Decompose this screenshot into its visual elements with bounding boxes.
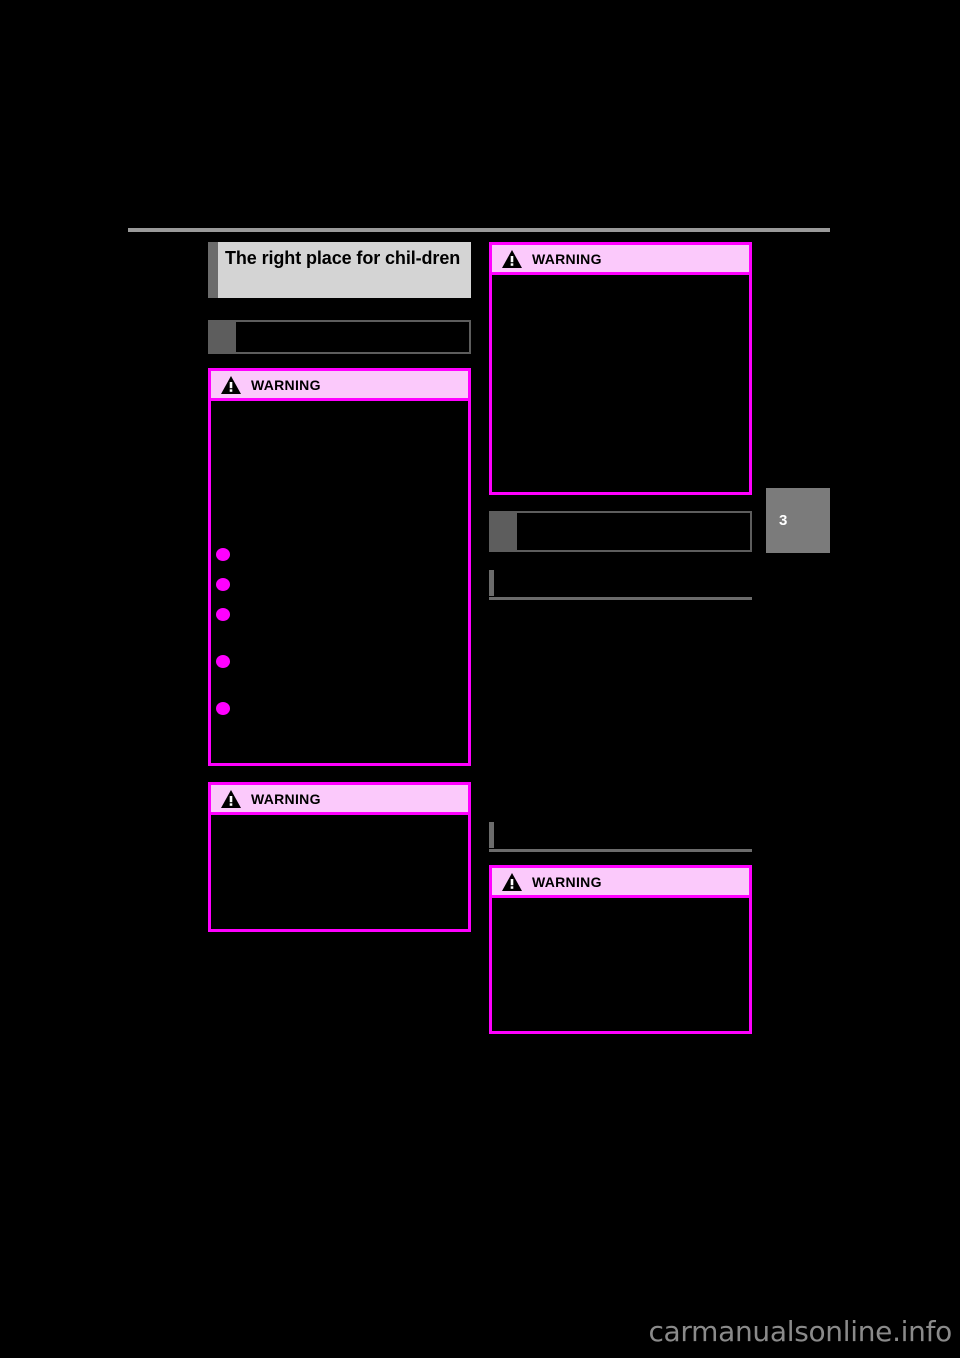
section-header-label (515, 511, 752, 552)
bullet-marker (216, 702, 230, 715)
warning-header: WARNING (208, 782, 471, 812)
bullet-marker (216, 655, 230, 668)
warning-box-right-2: WARNING (489, 865, 752, 1034)
subsection-accent-bar (489, 570, 494, 596)
bullet-marker (216, 548, 230, 561)
warning-box-right-1: WARNING (489, 242, 752, 495)
subsection-rule (489, 849, 752, 852)
page-top-rule (128, 228, 830, 232)
chapter-title-block: The right place for chil-dren (208, 242, 471, 298)
bullet-marker (216, 578, 230, 591)
warning-triangle-icon (221, 789, 241, 808)
warning-triangle-icon (221, 375, 241, 394)
bullet-marker (216, 608, 230, 621)
section-header-accent-bar (489, 511, 515, 552)
body-text-block (489, 610, 752, 822)
warning-header: WARNING (489, 865, 752, 895)
section-header-right (489, 511, 752, 552)
warning-label: WARNING (251, 376, 321, 393)
warning-box-left-2: WARNING (208, 782, 471, 932)
subsection-label (500, 572, 752, 594)
section-header-label (234, 320, 471, 354)
subsection-accent-bar (489, 822, 494, 848)
subsection-rule (489, 597, 752, 600)
warning-header: WARNING (489, 242, 752, 272)
section-header-left (208, 320, 471, 354)
warning-triangle-icon (502, 872, 522, 891)
left-column: The right place for chil-dren WARNING (208, 242, 471, 948)
subsection-label (500, 824, 752, 846)
warning-body (489, 272, 752, 495)
warning-header: WARNING (208, 368, 471, 398)
right-column: WARNING (489, 242, 752, 1050)
subsection-header-2 (489, 822, 752, 852)
section-header-accent-bar (208, 320, 234, 354)
warning-body (489, 895, 752, 1034)
warning-body (208, 398, 471, 766)
warning-label: WARNING (251, 790, 321, 807)
subsection-header-1 (489, 570, 752, 600)
warning-label: WARNING (532, 873, 602, 890)
chapter-title-accent-bar (208, 242, 218, 298)
warning-triangle-icon (502, 249, 522, 268)
site-watermark: carmanualsonline.info (648, 1315, 952, 1348)
page-number-tab: 3 (766, 488, 830, 553)
warning-body (208, 812, 471, 932)
warning-label: WARNING (532, 250, 602, 267)
page-title: The right place for chil-dren (225, 248, 461, 268)
warning-box-left-1: WARNING (208, 368, 471, 766)
